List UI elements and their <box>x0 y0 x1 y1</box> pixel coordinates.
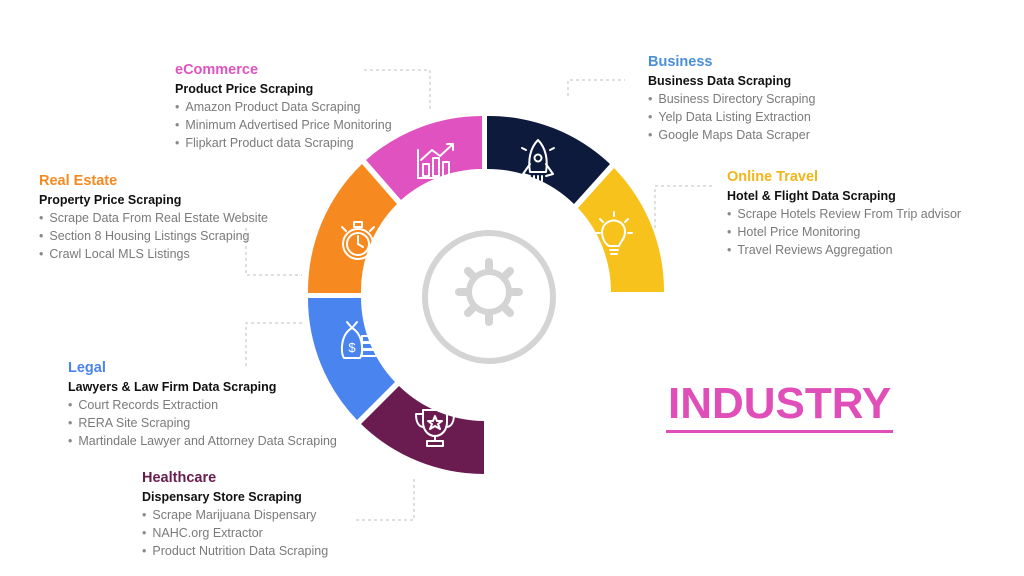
real-estate-title: Real Estate <box>39 173 118 189</box>
ecommerce-block: eCommerce Product Price Scraping Amazon … <box>175 61 392 152</box>
online-travel-block: Online Travel Hotel & Flight Data Scrapi… <box>727 168 961 259</box>
business-title: Business <box>648 54 713 70</box>
ecommerce-subtitle: Product Price Scraping <box>175 82 314 96</box>
list-item: Travel Reviews Aggregation <box>727 241 961 259</box>
business-block: Business Business Data Scraping Business… <box>648 53 815 144</box>
list-item: Scrape Hotels Review From Trip advisor <box>727 205 961 223</box>
list-item: Google Maps Data Scraper <box>648 126 815 144</box>
rocket-icon <box>521 139 555 184</box>
real-estate-block: Real Estate Property Price Scraping Scra… <box>39 172 268 263</box>
money-bag-icon: $ <box>340 321 377 359</box>
legal-list: Court Records Extraction RERA Site Scrap… <box>68 396 337 450</box>
online-travel-list: Scrape Hotels Review From Trip advisor H… <box>727 205 961 259</box>
list-item: NAHC.org Extractor <box>142 524 328 542</box>
lightbulb-icon <box>595 211 633 255</box>
trophy-icon <box>415 409 455 447</box>
segment-online-travel <box>578 168 665 292</box>
list-item: Scrape Data From Real Estate Website <box>39 209 268 227</box>
business-list: Business Directory Scraping Yelp Data Li… <box>648 90 815 144</box>
list-item: Court Records Extraction <box>68 396 337 414</box>
healthcare-subtitle: Dispensary Store Scraping <box>142 490 302 504</box>
real-estate-subtitle: Property Price Scraping <box>39 193 182 207</box>
segment-healthcare <box>361 386 484 475</box>
business-subtitle: Business Data Scraping <box>648 74 792 88</box>
legal-subtitle: Lawyers & Law Firm Data Scraping <box>68 380 277 394</box>
ecommerce-list: Amazon Product Data Scraping Minimum Adv… <box>175 98 392 152</box>
list-item: Minimum Advertised Price Monitoring <box>175 116 391 134</box>
svg-text:$: $ <box>348 340 356 355</box>
list-item: Yelp Data Listing Extraction <box>648 108 815 126</box>
healthcare-list: Scrape Marijuana Dispensary NAHC.org Ext… <box>142 506 328 560</box>
list-item: Scrape Marijuana Dispensary <box>142 506 328 524</box>
list-item: Martindale Lawyer and Attorney Data Scra… <box>68 432 336 450</box>
bar-chart-icon <box>417 143 457 179</box>
connector-lines <box>245 69 712 521</box>
online-travel-subtitle: Hotel & Flight Data Scraping <box>727 189 896 203</box>
online-travel-title: Online Travel <box>727 169 819 185</box>
healthcare-title: Healthcare <box>142 470 217 486</box>
list-item: Amazon Product Data Scraping <box>175 98 392 116</box>
list-item: Crawl Local MLS Listings <box>39 245 268 263</box>
segment-real-estate <box>307 164 397 293</box>
list-item: Business Directory Scraping <box>648 90 815 108</box>
ecommerce-title: eCommerce <box>175 62 259 78</box>
healthcare-block: Healthcare Dispensary Store Scraping Scr… <box>142 469 328 560</box>
list-item: Section 8 Housing Listings Scraping <box>39 227 268 245</box>
segment-business <box>487 115 610 204</box>
stopwatch-icon <box>341 221 375 260</box>
gear-icon <box>455 258 523 326</box>
industry-heading: INDUSTRY <box>666 380 894 433</box>
legal-block: Legal Lawyers & Law Firm Data Scraping C… <box>68 359 337 450</box>
center-ring <box>422 230 556 364</box>
real-estate-list: Scrape Data From Real Estate Website Sec… <box>39 209 268 263</box>
list-item: RERA Site Scraping <box>68 414 337 432</box>
list-item: Hotel Price Monitoring <box>727 223 961 241</box>
legal-title: Legal <box>68 360 106 376</box>
list-item: Product Nutrition Data Scraping <box>142 542 328 560</box>
list-item: Flipkart Product data Scraping <box>175 134 392 152</box>
